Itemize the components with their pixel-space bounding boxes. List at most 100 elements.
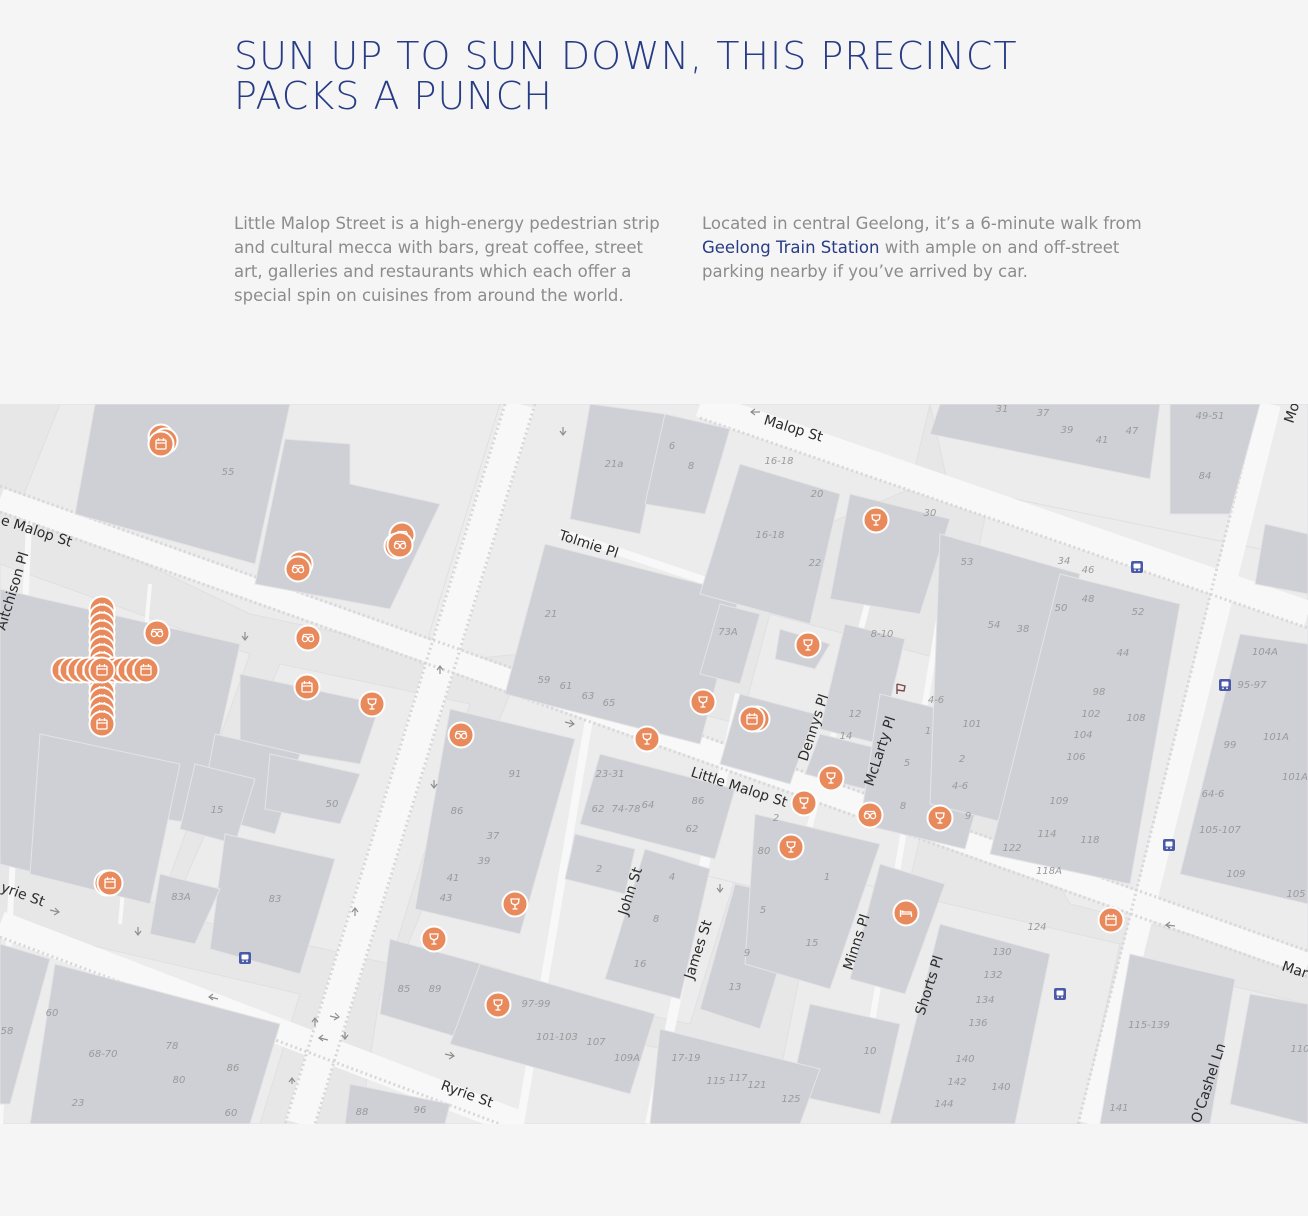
page-title: SUN UP TO SUN DOWN, THIS PRECINCT PACKS … [234,34,1018,118]
lot-number-label: 31 [996,404,1009,415]
lot-number-label: 88 [356,1107,369,1118]
venue-marker[interactable] [294,624,322,652]
lot-number-label: 83A [171,892,191,903]
bus-icon[interactable] [1054,988,1066,1000]
lot-number-label: 78 [166,1041,179,1052]
venue-marker[interactable] [96,869,124,897]
venue-marker[interactable] [88,656,116,684]
venue-marker[interactable] [926,804,954,832]
venue-marker[interactable] [738,705,766,733]
lot-number-label: 9 [965,811,971,822]
bus-icon[interactable] [1131,561,1143,573]
map-canvas[interactable]: Malop St e Malop St Tolmie Pl Aitchison … [0,404,1308,1124]
venue-marker[interactable] [892,899,920,927]
lot-number-label: 121 [747,1080,766,1091]
bus-icon[interactable] [1163,839,1175,851]
venue-marker[interactable] [689,688,717,716]
lot-number-label: 95-97 [1237,680,1267,691]
venue-marker[interactable] [284,555,312,583]
venue-marker[interactable] [293,673,321,701]
lot-number-label: 84 [1199,471,1212,482]
lot-number-label: 114 [1037,829,1056,840]
lot-number-label: 140 [955,1054,974,1065]
lot-number-label: 16 [634,959,647,970]
venue-marker[interactable] [447,721,475,749]
lot-number-label: 37 [1037,408,1050,419]
lot-number-label: 86 [692,796,705,807]
lot-number-label: 4-6 [928,695,944,706]
venue-marker[interactable] [147,430,175,458]
venue-marker[interactable] [862,506,890,534]
lot-number-label: 55 [222,467,235,478]
lot-number-label: 2 [773,813,779,824]
precinct-map[interactable]: Malop St e Malop St Tolmie Pl Aitchison … [0,404,1308,1124]
lot-number-label: 2 [959,754,965,765]
intro-paragraph-right: Located in central Geelong, it’s a 6-min… [702,212,1142,284]
lot-number-label: 2 [596,864,602,875]
lot-number-label: 16-18 [764,456,793,467]
venue-marker[interactable] [143,619,171,647]
intro-paragraph-left: Little Malop Street is a high-energy ped… [234,214,660,305]
lot-number-label: 13 [729,982,742,993]
flag-icon [896,683,906,694]
lot-number-label: 50 [326,799,339,810]
traffic-arrows [49,408,1176,1084]
lot-number-label: 86 [227,1063,240,1074]
lot-number-label: 23-31 [595,769,624,780]
venue-markers[interactable] [50,423,1125,1019]
lot-number-label: 107 [586,1037,606,1048]
venue-marker[interactable] [420,925,448,953]
lot-number-label: 17-19 [671,1053,700,1064]
lot-number-label: 101A [1263,732,1289,743]
lot-number-label: 101-103 [536,1032,578,1043]
venue-marker[interactable] [501,890,529,918]
lot-number-label: 22 [809,558,822,569]
lot-number-label: 115-139 [1128,1020,1170,1031]
lot-number-label: 104A [1252,647,1278,658]
lot-number-label: 8 [653,914,659,925]
lot-number-label: 44 [1117,648,1130,659]
venue-marker[interactable] [777,833,805,861]
lot-number-label: 41 [447,873,460,884]
venue-marker[interactable] [1097,906,1125,934]
lot-number-label: 110 [1290,1044,1308,1055]
lot-number-label: 83 [269,894,282,905]
venue-marker[interactable] [484,991,512,1019]
venue-marker[interactable] [817,764,845,792]
lot-number-label: 98 [1093,687,1106,698]
bus-icon[interactable] [1219,679,1231,691]
lot-number-label: 109 [1049,796,1068,807]
lot-number-label: 48 [1082,594,1095,605]
bus-icon[interactable] [239,952,251,964]
lot-number-label: 15 [211,805,224,816]
lot-number-label: 4 [669,872,675,883]
venue-marker[interactable] [790,789,818,817]
lot-number-label: 5 [760,905,766,916]
street-label-mo: Mo [1282,404,1304,425]
train-station-link[interactable]: Geelong Train Station [702,238,880,257]
venue-marker[interactable] [358,690,386,718]
lot-number-label: 118 [1080,835,1099,846]
lot-number-label: 80 [758,846,771,857]
lot-number-label: 10 [864,1046,877,1057]
lot-number-label: 8-10 [871,629,894,640]
venue-marker[interactable] [132,656,160,684]
lot-number-label: 96 [414,1105,427,1116]
venue-marker[interactable] [386,531,414,559]
lot-number-label: 97-99 [521,999,550,1010]
transit-stops [239,561,1231,1000]
lot-number-label: 142 [947,1077,966,1088]
venue-marker[interactable] [633,725,661,753]
lot-number-label: 89 [429,984,442,995]
lot-number-label: 60 [46,1008,59,1019]
lot-number-label: 99 [1224,740,1237,751]
lot-number-label: 91 [509,769,522,780]
lot-number-label: 105-107 [1199,825,1241,836]
venue-marker[interactable] [856,801,884,829]
lot-number-label: 106 [1066,752,1085,763]
venue-marker[interactable] [88,710,116,738]
lot-number-label: 50 [1055,603,1068,614]
lot-number-label: 60 [225,1108,238,1119]
lot-number-label: 136 [968,1018,987,1029]
venue-marker[interactable] [794,631,822,659]
